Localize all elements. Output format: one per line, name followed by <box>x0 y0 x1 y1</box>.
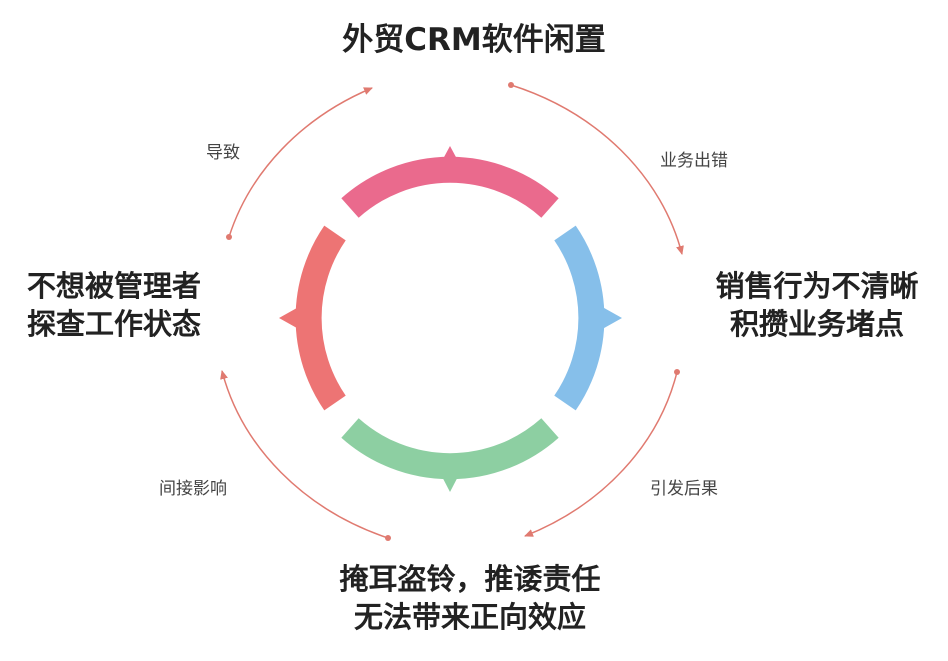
connector-left-top <box>228 87 373 238</box>
node-bottom-line-1: 掩耳盗铃，推诿责任 <box>339 562 601 596</box>
node-left-line-2: 探查工作状态 <box>26 306 201 341</box>
inner-arc-left <box>295 225 346 411</box>
inner-arrow-left <box>279 304 304 332</box>
inner-arc-bottom <box>341 418 559 480</box>
node-left-line-1: 不想被管理者 <box>26 269 201 303</box>
inner-arrow-right <box>597 304 622 332</box>
node-right-line-2: 积攒业务堵点 <box>729 306 904 341</box>
node-left: 不想被管理者 探查工作状态 <box>8 268 220 343</box>
outer-connectors <box>220 82 684 541</box>
node-right-line-1: 销售行为不清晰 <box>715 269 919 303</box>
inner-arc-top <box>341 156 559 218</box>
node-top: 外贸CRM软件闲置 <box>250 20 698 60</box>
inner-arrow-bottom <box>436 465 464 492</box>
connector-right-bottom <box>524 371 678 537</box>
connector-bottom-left-dot <box>385 535 391 541</box>
node-top-line-1: 外贸CRM软件闲置 <box>342 22 606 58</box>
node-right: 销售行为不清晰 积攒业务堵点 <box>692 268 942 343</box>
connector-right-bottom-dot <box>674 369 680 375</box>
edge-label-top-right: 业务出错 <box>660 151 728 171</box>
inner-ring <box>279 146 622 492</box>
connector-top-right-dot <box>508 82 514 88</box>
node-bottom-line-2: 无法带来正向效应 <box>353 599 586 634</box>
connector-bottom-left <box>220 370 389 539</box>
edge-label-left-top: 导致 <box>206 143 240 163</box>
connector-top-right <box>510 84 684 255</box>
edge-label-right-bottom: 引发后果 <box>650 479 718 499</box>
edge-label-bottom-left: 间接影响 <box>159 479 227 499</box>
connector-left-top-dot <box>226 234 232 240</box>
inner-arc-right <box>554 225 605 411</box>
inner-arrow-top <box>436 146 464 172</box>
node-bottom: 掩耳盗铃，推诿责任 无法带来正向效应 <box>300 561 640 636</box>
